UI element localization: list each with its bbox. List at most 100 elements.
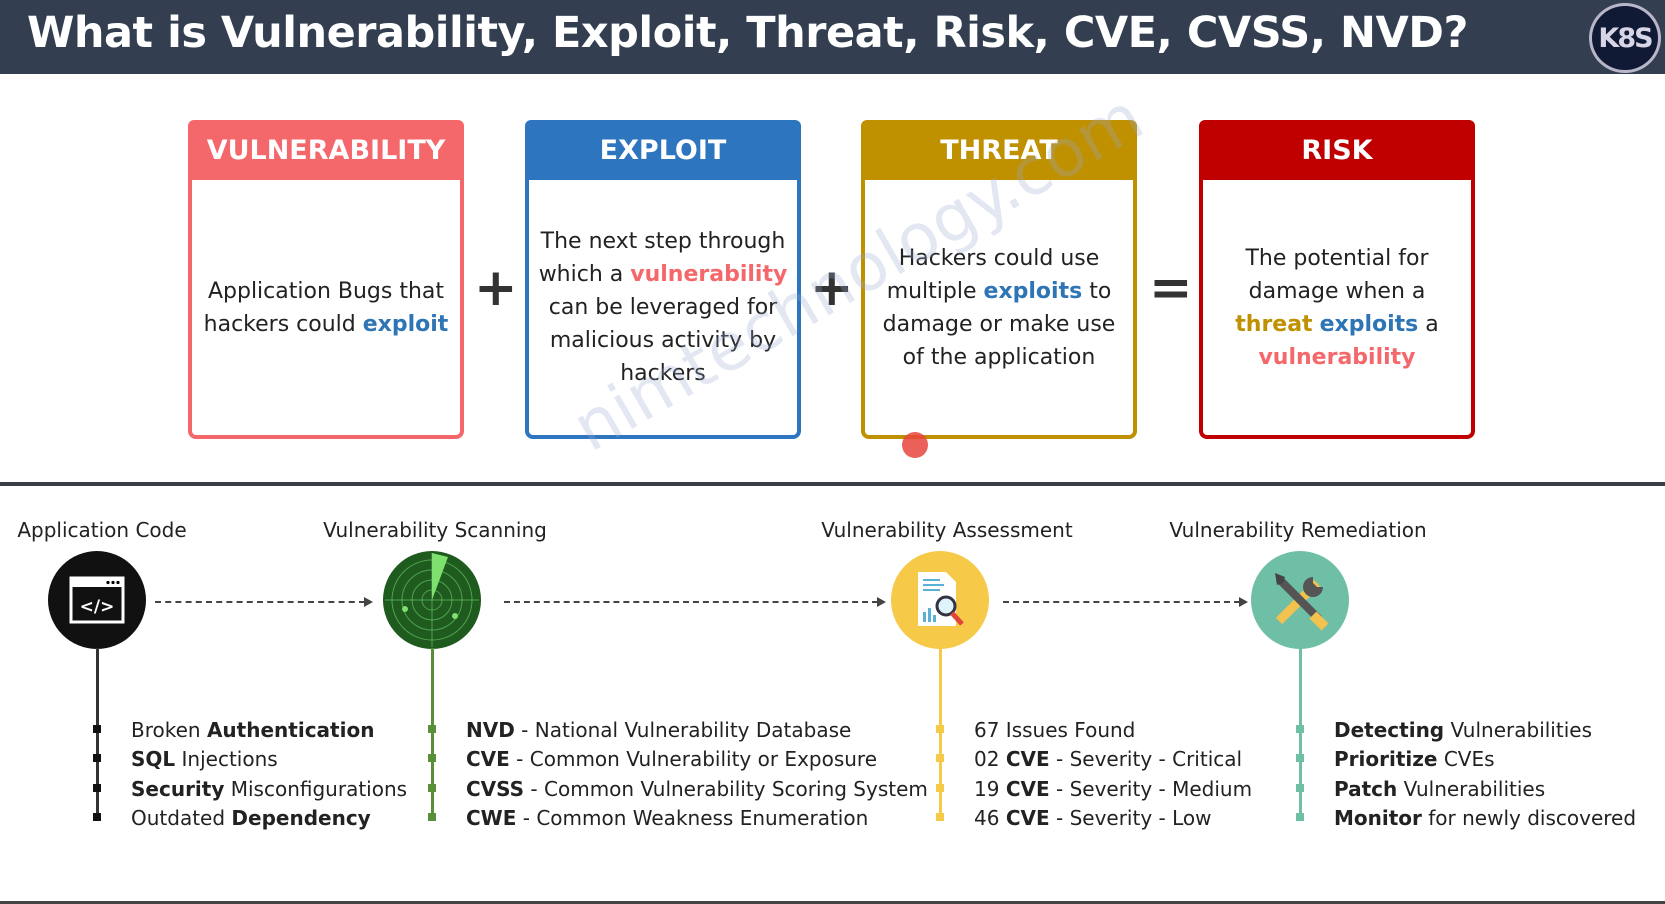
card-title: VULNERABILITY bbox=[188, 120, 464, 180]
plus-icon: + bbox=[810, 258, 854, 318]
list-item: Prioritize CVEs bbox=[1334, 745, 1636, 774]
flow-arrow bbox=[1003, 597, 1248, 607]
list-text: - Common Vulnerability or Exposure bbox=[509, 747, 878, 772]
bottom-border bbox=[0, 901, 1665, 904]
list-text: 02 bbox=[974, 747, 1006, 772]
bullet-marker bbox=[1296, 812, 1304, 821]
card-body: Application Bugs that hackers could expl… bbox=[200, 180, 452, 435]
bullet-marker bbox=[1296, 783, 1304, 792]
bold-term: CVE bbox=[1005, 776, 1050, 801]
timeline-line bbox=[96, 648, 99, 820]
highlighted-term: exploits bbox=[983, 278, 1083, 304]
list-text: 46 bbox=[974, 805, 1006, 830]
list-item: Detecting Vulnerabilities bbox=[1334, 716, 1636, 745]
svg-text:</>: </> bbox=[80, 597, 115, 617]
list-text: Injections bbox=[175, 747, 278, 772]
code-window-icon: </> bbox=[48, 551, 146, 649]
stage-list: 67 Issues Found 02 CVE - Severity - Criti… bbox=[974, 716, 1252, 833]
timeline-line bbox=[939, 648, 942, 820]
radar-icon bbox=[383, 551, 481, 649]
stage-label: Vulnerability Assessment bbox=[821, 518, 1073, 542]
bullet-marker bbox=[428, 754, 436, 763]
stage-label: Vulnerability Remediation bbox=[1169, 518, 1427, 542]
cursor-highlight-icon bbox=[902, 432, 928, 458]
bold-term: Patch bbox=[1334, 776, 1398, 801]
equals-icon: = bbox=[1149, 258, 1193, 318]
bold-term: CVSS bbox=[466, 776, 525, 801]
list-text: - Severity - Critical bbox=[1049, 747, 1243, 772]
plus-icon: + bbox=[474, 258, 518, 318]
list-text: - Common Weakness Enumeration bbox=[516, 805, 869, 830]
tools-icon bbox=[1251, 551, 1349, 649]
list-text: Broken bbox=[131, 718, 207, 742]
list-text: for newly discovered bbox=[1421, 805, 1637, 830]
card-body: Hackers could use multiple exploits to d… bbox=[873, 180, 1125, 435]
card-text: a bbox=[1418, 311, 1439, 337]
list-text: - Severity - Low bbox=[1049, 805, 1212, 830]
bullet-marker bbox=[93, 754, 101, 763]
timeline-line bbox=[1299, 648, 1302, 820]
card-title: RISK bbox=[1199, 120, 1475, 180]
highlighted-term: vulnerability bbox=[1258, 344, 1416, 370]
list-text: Vulnerabilities bbox=[1397, 776, 1546, 801]
flow-arrow bbox=[155, 597, 373, 607]
k8s-logo: K8S bbox=[1589, 3, 1661, 73]
list-item: Broken Authentication bbox=[131, 716, 407, 745]
highlighted-term: exploit bbox=[362, 311, 449, 337]
card-text: Hackers could use multiple bbox=[886, 245, 1100, 304]
card-body: The potential for damage when a threat e… bbox=[1211, 180, 1463, 435]
bold-term: Dependency bbox=[231, 805, 371, 830]
card-body: The next step through which a vulnerabil… bbox=[537, 180, 789, 435]
bold-term: Monitor bbox=[1334, 805, 1422, 830]
bold-term: SQL bbox=[131, 747, 176, 772]
card-text: The potential for damage when a bbox=[1245, 245, 1429, 304]
card-text bbox=[1313, 312, 1320, 337]
list-item: Security Misconfigurations bbox=[131, 775, 407, 804]
bullet-marker bbox=[936, 783, 944, 792]
bullet-marker bbox=[93, 812, 101, 821]
list-item: SQL Injections bbox=[131, 745, 407, 774]
highlighted-term: exploits bbox=[1319, 311, 1419, 337]
list-item: CVE - Common Vulnerability or Exposure bbox=[466, 745, 928, 774]
bold-term: Authentication bbox=[206, 718, 375, 742]
list-item: Outdated Dependency bbox=[131, 804, 407, 833]
bold-term: NVD bbox=[466, 718, 515, 742]
list-text: 19 bbox=[974, 776, 1006, 801]
list-item: 02 CVE - Severity - Critical bbox=[974, 745, 1252, 774]
card-title: EXPLOIT bbox=[525, 120, 801, 180]
highlighted-term: vulnerability bbox=[630, 262, 788, 287]
card-text: The next step through which a bbox=[538, 229, 786, 287]
bullet-marker bbox=[93, 783, 101, 792]
stage-label: Vulnerability Scanning bbox=[323, 518, 547, 542]
list-text: Outdated bbox=[131, 805, 232, 830]
page-title: What is Vulnerability, Exploit, Threat, … bbox=[27, 8, 1468, 58]
list-text: - Severity - Medium bbox=[1049, 776, 1253, 801]
list-item: 19 CVE - Severity - Medium bbox=[974, 775, 1252, 804]
list-item: CVSS - Common Vulnerability Scoring Syst… bbox=[466, 775, 928, 804]
list-text: 67 Issues Found bbox=[974, 718, 1136, 742]
bullet-marker bbox=[1296, 725, 1304, 733]
list-item: Patch Vulnerabilities bbox=[1334, 775, 1636, 804]
bullet-marker bbox=[428, 783, 436, 792]
card-text: can be leveraged for malicious activity … bbox=[548, 295, 778, 386]
bold-term: CVE bbox=[466, 747, 510, 772]
list-text: Vulnerabilities bbox=[1444, 718, 1592, 742]
bullet-marker bbox=[93, 725, 101, 733]
bold-term: Prioritize bbox=[1334, 747, 1438, 772]
list-item: 67 Issues Found bbox=[974, 716, 1252, 745]
list-item: CWE - Common Weakness Enumeration bbox=[466, 804, 928, 833]
list-item: NVD - National Vulnerability Database bbox=[466, 716, 928, 745]
card-text: to damage or make use of the application bbox=[882, 278, 1116, 370]
section-divider bbox=[0, 482, 1665, 486]
bullet-marker bbox=[936, 754, 944, 763]
highlighted-term: threat bbox=[1235, 311, 1313, 337]
bullet-marker bbox=[936, 725, 944, 733]
stage-label: Application Code bbox=[17, 518, 187, 542]
bold-term: Security bbox=[131, 776, 225, 801]
